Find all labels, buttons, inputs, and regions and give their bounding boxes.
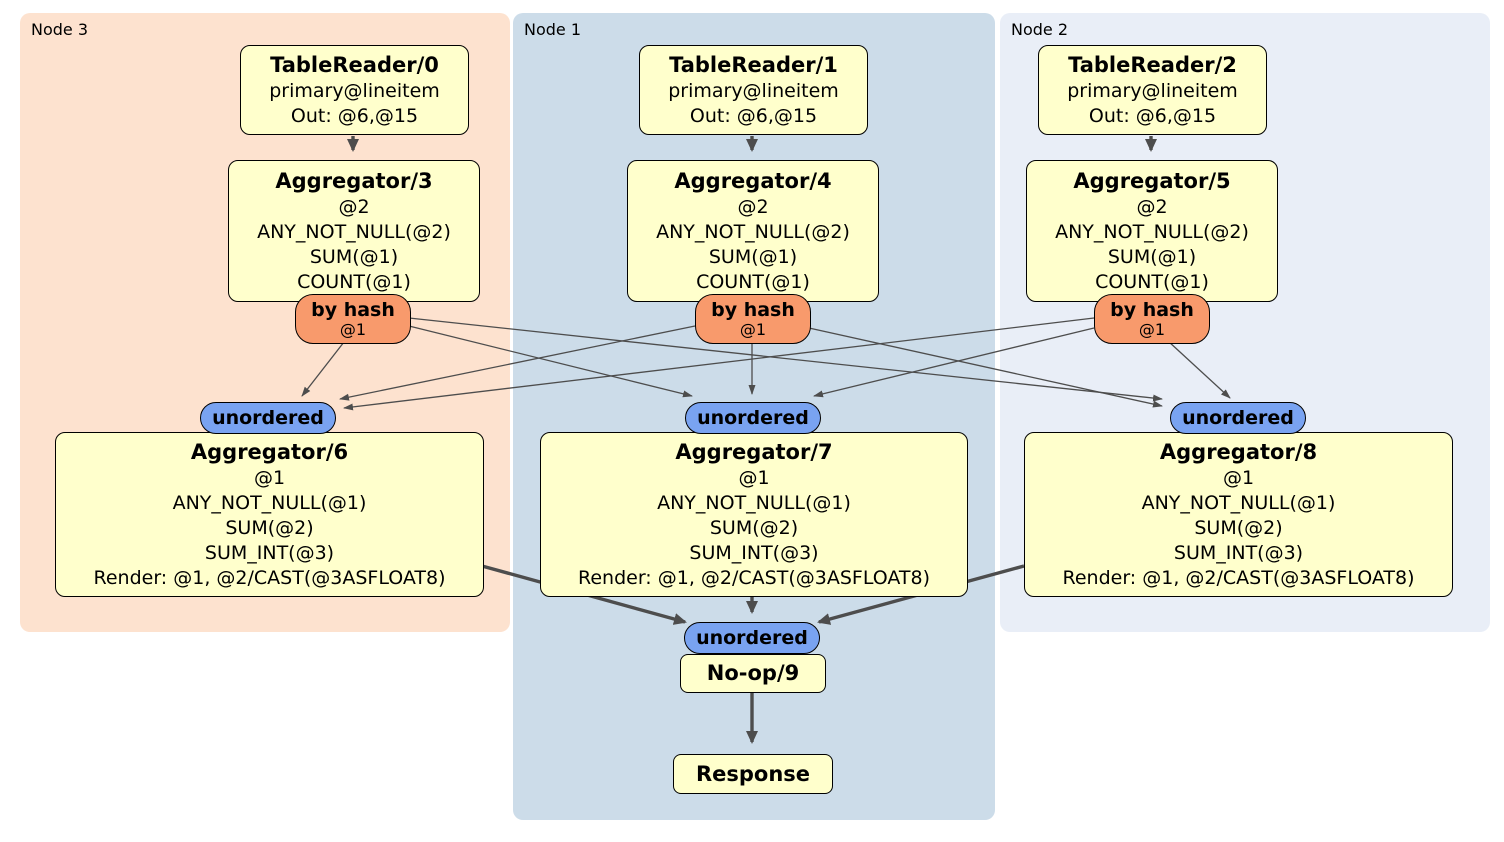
region-node-2-label: Node 2 <box>1011 20 1069 39</box>
by-hash-router-1: by hash @1 <box>695 294 811 344</box>
op-detail-line: COUNT(@1) <box>297 270 411 293</box>
op-detail-line: primary@lineitem <box>668 79 839 102</box>
op-title: Aggregator/3 <box>275 168 433 193</box>
op-detail-line: ANY_NOT_NULL(@1) <box>172 491 367 514</box>
op-detail-line: SUM(@2) <box>1194 516 1283 539</box>
op-detail-line: ANY_NOT_NULL(@1) <box>657 491 851 514</box>
op-detail-line: SUM(@2) <box>225 516 314 539</box>
aggregator-5-node: Aggregator/5 @2 ANY_NOT_NULL(@2) SUM(@1)… <box>1026 160 1278 302</box>
op-detail-line: SUM(@1) <box>1107 245 1197 268</box>
op-detail-line: SUM_INT(@3) <box>1173 541 1304 564</box>
tablereader-1-node: TableReader/1 primary@lineitem Out: @6,@… <box>639 45 868 135</box>
op-title: Aggregator/6 <box>190 439 349 464</box>
op-detail-line: SUM(@1) <box>309 245 399 268</box>
op-detail-line: ANY_NOT_NULL(@2) <box>1055 220 1249 243</box>
op-detail-line: @1 <box>253 466 286 489</box>
op-title: Aggregator/4 <box>674 168 832 193</box>
unordered-stream-final: unordered <box>684 622 820 654</box>
unordered-stream-2: unordered <box>1170 402 1306 434</box>
aggregator-7-node: Aggregator/7 @1 ANY_NOT_NULL(@1) SUM(@2)… <box>540 432 968 597</box>
op-detail-line: ANY_NOT_NULL(@2) <box>656 220 850 243</box>
op-title: Aggregator/5 <box>1073 168 1231 193</box>
op-detail-line: Out: @6,@15 <box>689 104 818 127</box>
op-detail-line: SUM(@2) <box>709 516 799 539</box>
stream-label: unordered <box>697 407 809 429</box>
region-node-3-label: Node 3 <box>31 20 89 39</box>
op-detail-line: @2 <box>737 195 769 218</box>
op-detail-line: COUNT(@1) <box>696 270 810 293</box>
stream-label: unordered <box>696 627 808 649</box>
aggregator-3-node: Aggregator/3 @2 ANY_NOT_NULL(@2) SUM(@1)… <box>228 160 480 302</box>
router-detail: @1 <box>739 320 767 339</box>
by-hash-router-2: by hash @1 <box>1094 294 1210 344</box>
op-detail-line: primary@lineitem <box>269 79 440 102</box>
op-detail-line: SUM(@1) <box>708 245 798 268</box>
op-detail-line: Render: @1, @2/CAST(@3ASFLOAT8) <box>1062 566 1415 589</box>
region-node-1-label: Node 1 <box>524 20 582 39</box>
aggregator-4-node: Aggregator/4 @2 ANY_NOT_NULL(@2) SUM(@1)… <box>627 160 879 302</box>
unordered-stream-0: unordered <box>200 402 336 434</box>
tablereader-2-node: TableReader/2 primary@lineitem Out: @6,@… <box>1038 45 1267 135</box>
op-detail-line: COUNT(@1) <box>1095 270 1209 293</box>
op-title: TableReader/1 <box>669 52 838 77</box>
op-title: TableReader/0 <box>270 52 439 77</box>
router-detail: @1 <box>1138 320 1166 339</box>
aggregator-8-node: Aggregator/8 @1 ANY_NOT_NULL(@1) SUM(@2)… <box>1024 432 1453 597</box>
router-title: by hash <box>311 299 395 321</box>
op-detail-line: primary@lineitem <box>1067 79 1238 102</box>
op-detail-line: Out: @6,@15 <box>290 104 419 127</box>
op-detail-line: @2 <box>338 195 370 218</box>
op-detail-line: ANY_NOT_NULL(@1) <box>1141 491 1336 514</box>
op-detail-line: Render: @1, @2/CAST(@3ASFLOAT8) <box>578 566 930 589</box>
op-detail-line: Render: @1, @2/CAST(@3ASFLOAT8) <box>93 566 446 589</box>
router-detail: @1 <box>339 320 367 339</box>
router-title: by hash <box>1110 299 1194 321</box>
op-detail-line: SUM_INT(@3) <box>689 541 819 564</box>
op-detail-line: ANY_NOT_NULL(@2) <box>257 220 451 243</box>
op-title: Response <box>695 761 811 786</box>
stream-label: unordered <box>212 407 324 429</box>
op-detail-line: Out: @6,@15 <box>1088 104 1217 127</box>
op-detail-line: @2 <box>1136 195 1168 218</box>
by-hash-router-0: by hash @1 <box>295 294 411 344</box>
op-detail-line: @1 <box>1222 466 1255 489</box>
op-detail-line: SUM_INT(@3) <box>204 541 335 564</box>
op-title: No-op/9 <box>706 661 800 685</box>
aggregator-6-node: Aggregator/6 @1 ANY_NOT_NULL(@1) SUM(@2)… <box>55 432 484 597</box>
op-detail-line: @1 <box>738 466 770 489</box>
op-title: Aggregator/8 <box>1159 439 1318 464</box>
router-title: by hash <box>711 299 795 321</box>
noop-9-node: No-op/9 <box>680 654 826 693</box>
tablereader-0-node: TableReader/0 primary@lineitem Out: @6,@… <box>240 45 469 135</box>
unordered-stream-1: unordered <box>685 402 821 434</box>
stream-label: unordered <box>1182 407 1294 429</box>
op-title: TableReader/2 <box>1068 52 1237 77</box>
response-node: Response <box>673 754 833 794</box>
op-title: Aggregator/7 <box>675 439 833 464</box>
